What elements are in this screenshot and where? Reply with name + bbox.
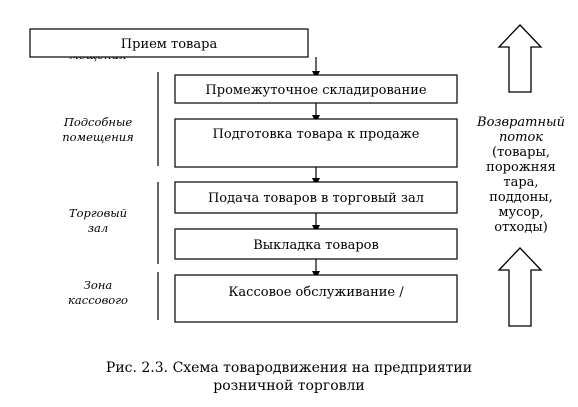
zone-label-trade-1: Торговый bbox=[69, 206, 127, 220]
zone-label-checkout-2: кассового bbox=[68, 293, 128, 307]
return-flow-item-1: (товары, bbox=[492, 145, 550, 160]
box-checkout-label: Кассовое обслуживание / bbox=[228, 285, 404, 300]
zone-label-utility-1: Подсобные bbox=[63, 115, 133, 129]
box-preparation-label: Подготовка товара к продаже bbox=[213, 127, 420, 142]
zone-label-utility-2: помещения bbox=[62, 130, 134, 144]
return-flow-item-6: отходы) bbox=[494, 220, 548, 235]
box-intermediate-storage-label: Промежуточное складирование bbox=[205, 83, 426, 98]
figure-caption-line-2: розничной торговли bbox=[213, 378, 365, 394]
return-flow-title-2: поток bbox=[499, 130, 543, 145]
return-flow-item-3: тара, bbox=[503, 175, 538, 190]
box-display-label: Выкладка товаров bbox=[253, 238, 379, 253]
box-receiving-label: Прием товара bbox=[121, 37, 218, 52]
box-receiving: Прием товара bbox=[29, 28, 309, 58]
zone-label-checkout-1: Зона bbox=[84, 278, 113, 292]
zone-label-trade-2: зал bbox=[88, 221, 108, 235]
figure-caption-line-1: Рис. 2.3. Схема товародвижения на предпр… bbox=[105, 360, 473, 376]
return-flow-item-4: поддоны, bbox=[489, 190, 552, 205]
return-arrow-bottom-icon bbox=[497, 247, 543, 327]
return-flow-item-5: мусор, bbox=[498, 205, 543, 220]
box-intermediate-storage: Промежуточное складирование bbox=[174, 74, 458, 104]
box-preparation: Подготовка товара к продаже bbox=[174, 118, 458, 168]
box-supply-to-hall-label: Подача товаров в торговый зал bbox=[208, 191, 424, 206]
return-arrow-top-icon bbox=[497, 24, 543, 93]
figure-caption: Рис. 2.3. Схема товародвижения на предпр… bbox=[0, 359, 578, 395]
return-flow-title-1: Возвратный bbox=[476, 115, 565, 130]
box-checkout: Кассовое обслуживание / bbox=[174, 274, 458, 323]
box-supply-to-hall: Подача товаров в торговый зал bbox=[174, 181, 458, 214]
return-flow-item-2: порожняя bbox=[486, 160, 556, 175]
box-display: Выкладка товаров bbox=[174, 228, 458, 260]
